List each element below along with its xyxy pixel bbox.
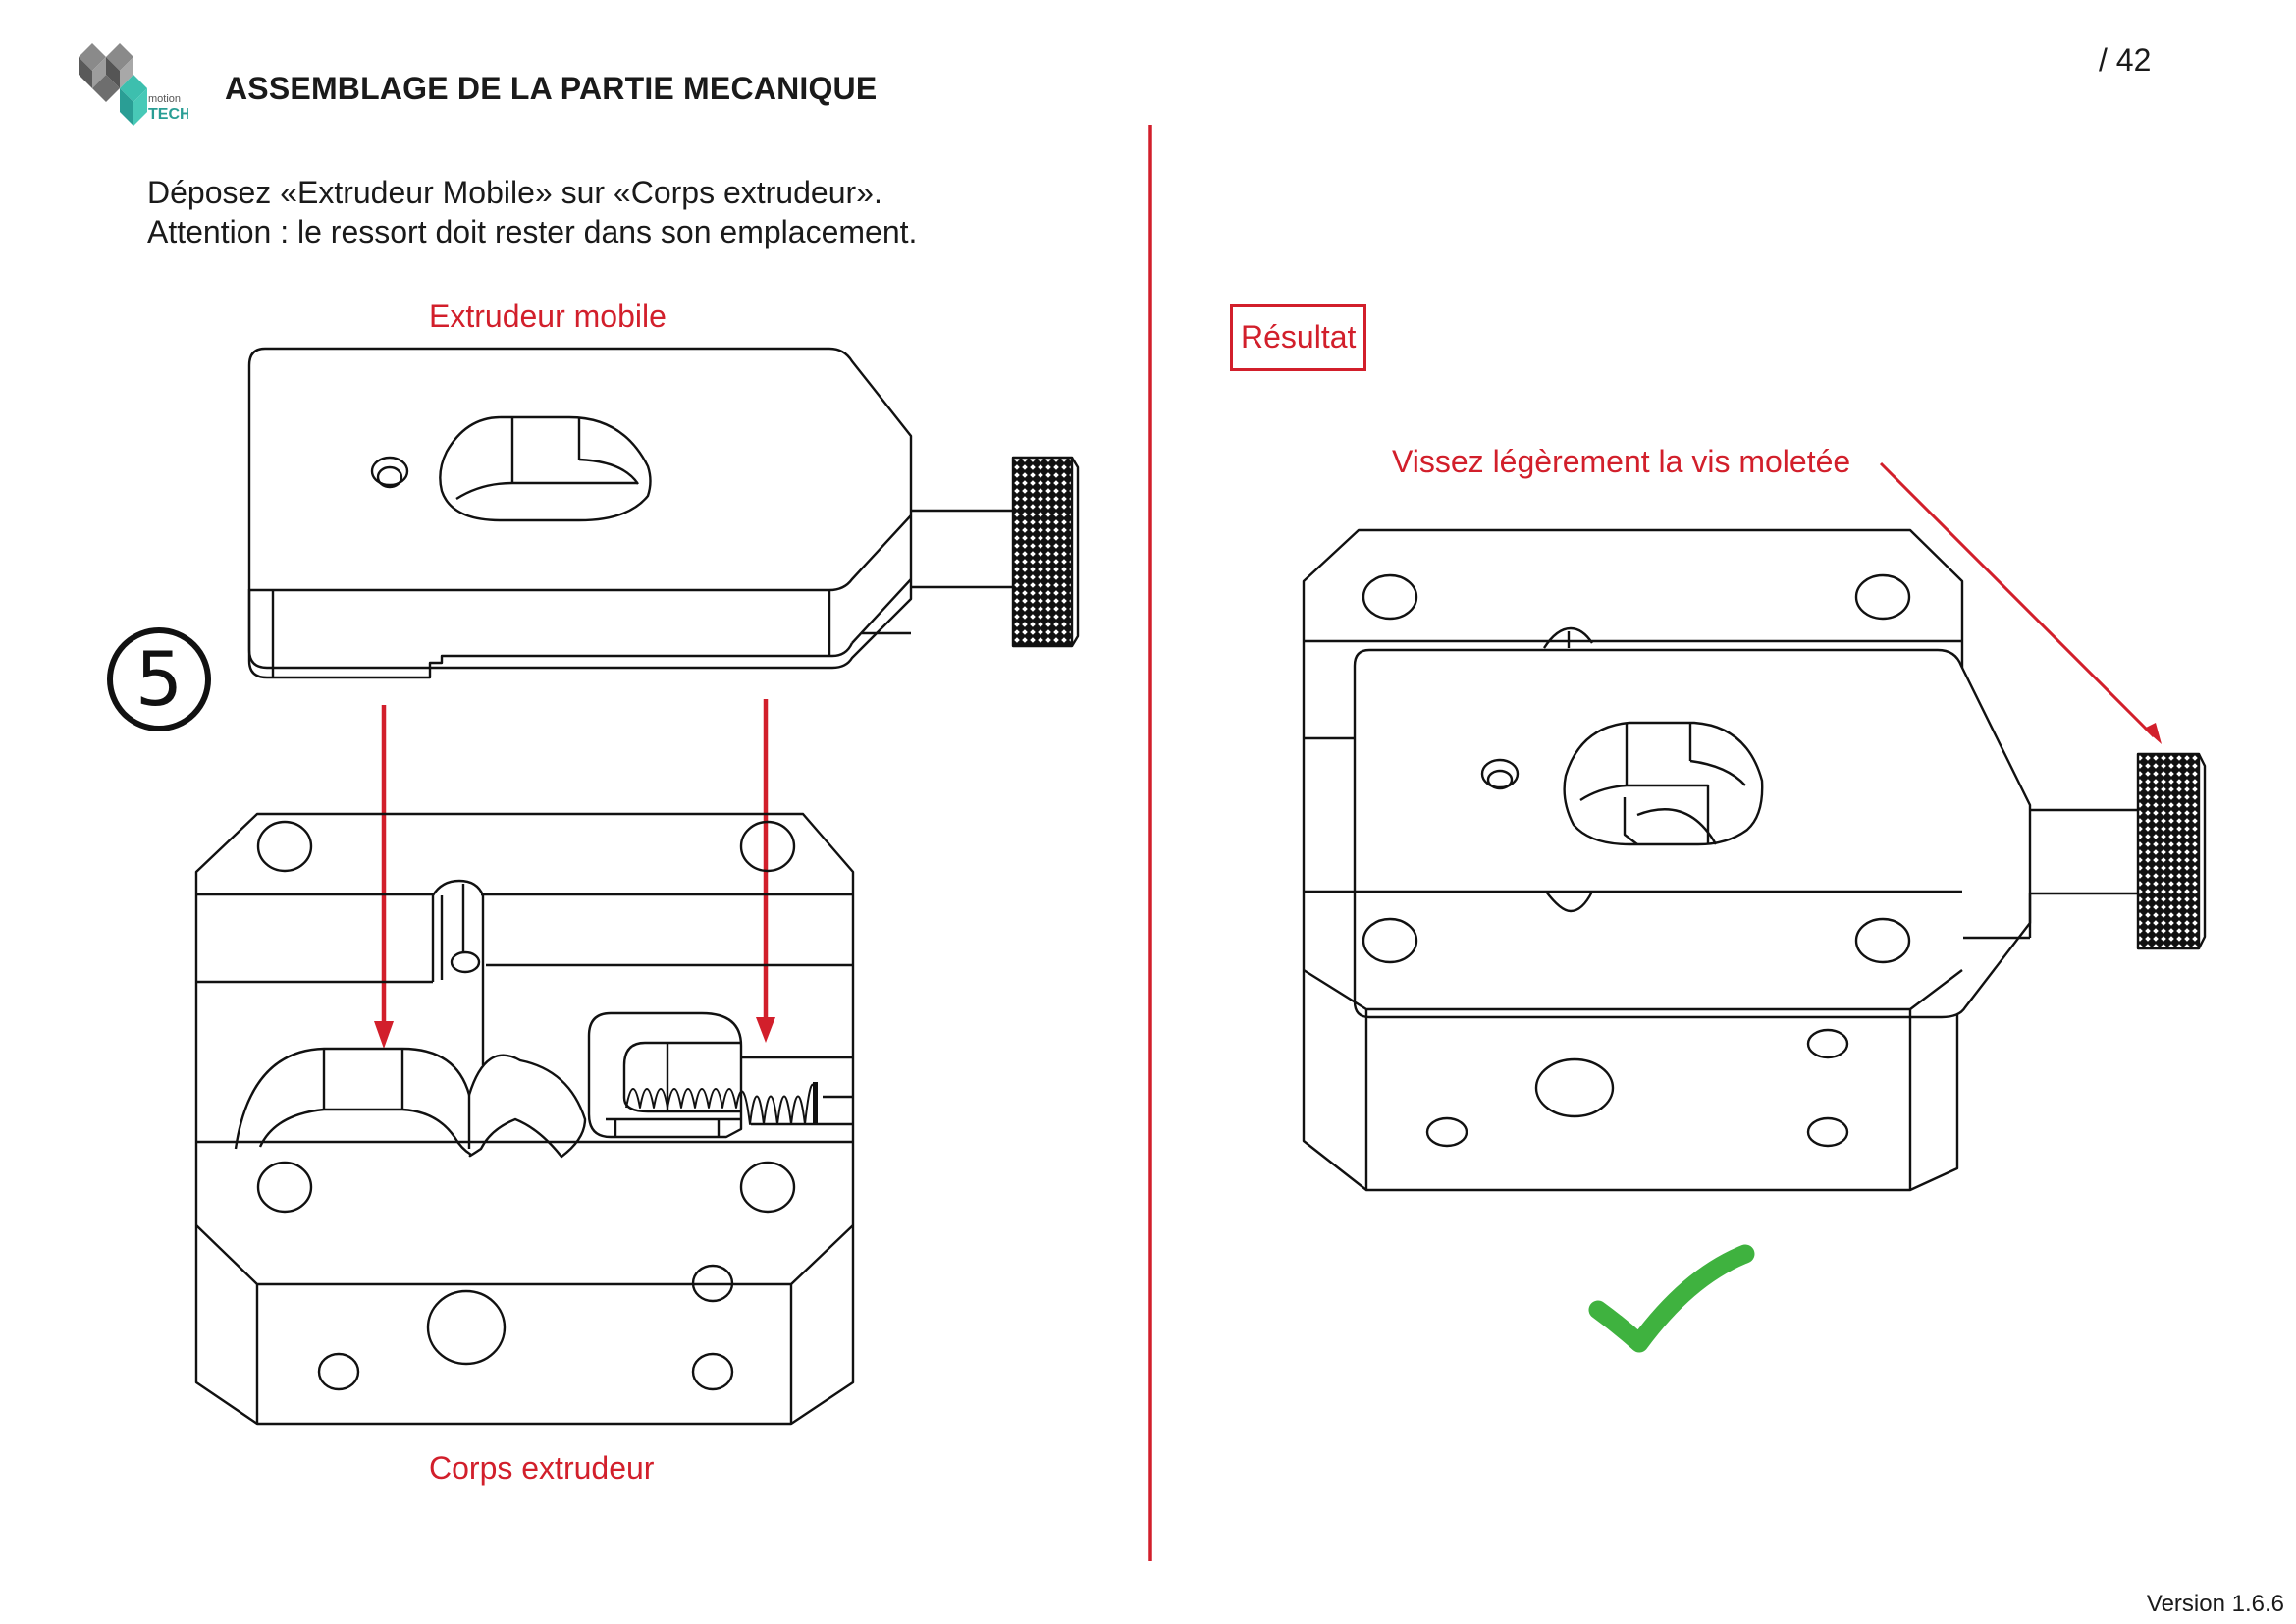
check-icon bbox=[1588, 1244, 1755, 1353]
page-title: ASSEMBLAGE DE LA PARTIE MECANIQUE bbox=[225, 71, 878, 106]
logo-text-bottom: TECH bbox=[148, 106, 188, 123]
spring bbox=[625, 1083, 816, 1125]
version-label: Version 1.6.6 bbox=[2146, 1591, 2284, 1617]
assembled-extruder bbox=[1302, 528, 2207, 1192]
knurled-screw bbox=[1011, 456, 1074, 648]
insert-arrows bbox=[374, 699, 775, 1049]
result-label: Résultat bbox=[1230, 304, 1367, 371]
corps-extrudeur-part bbox=[194, 812, 855, 1426]
emotion-tech-logo: motion TECH bbox=[71, 27, 191, 130]
extrudeur-mobile-part bbox=[247, 347, 1080, 679]
knurled-screw-assembled bbox=[2136, 752, 2201, 950]
logo-cubes-icon: motion TECH bbox=[79, 43, 191, 126]
step-number: 5 bbox=[135, 635, 183, 723]
annotation-arrow bbox=[1879, 461, 2162, 744]
logo-text-top: motion bbox=[148, 93, 181, 105]
page-number: / 42 bbox=[2099, 42, 2152, 78]
instruction-line-1: Déposez «Extrudeur Mobile» sur «Corps ex… bbox=[147, 175, 882, 210]
step-number-badge: 5 bbox=[104, 624, 214, 734]
instruction-line-2: Attention : le ressort doit rester dans … bbox=[147, 214, 918, 249]
screw-annotation: Vissez légèrement la vis moletée bbox=[1392, 444, 1851, 479]
label-corps-extrudeur: Corps extrudeur bbox=[429, 1450, 655, 1486]
instructions: Déposez «Extrudeur Mobile» sur «Corps ex… bbox=[147, 173, 917, 251]
label-extrudeur-mobile: Extrudeur mobile bbox=[429, 298, 667, 334]
